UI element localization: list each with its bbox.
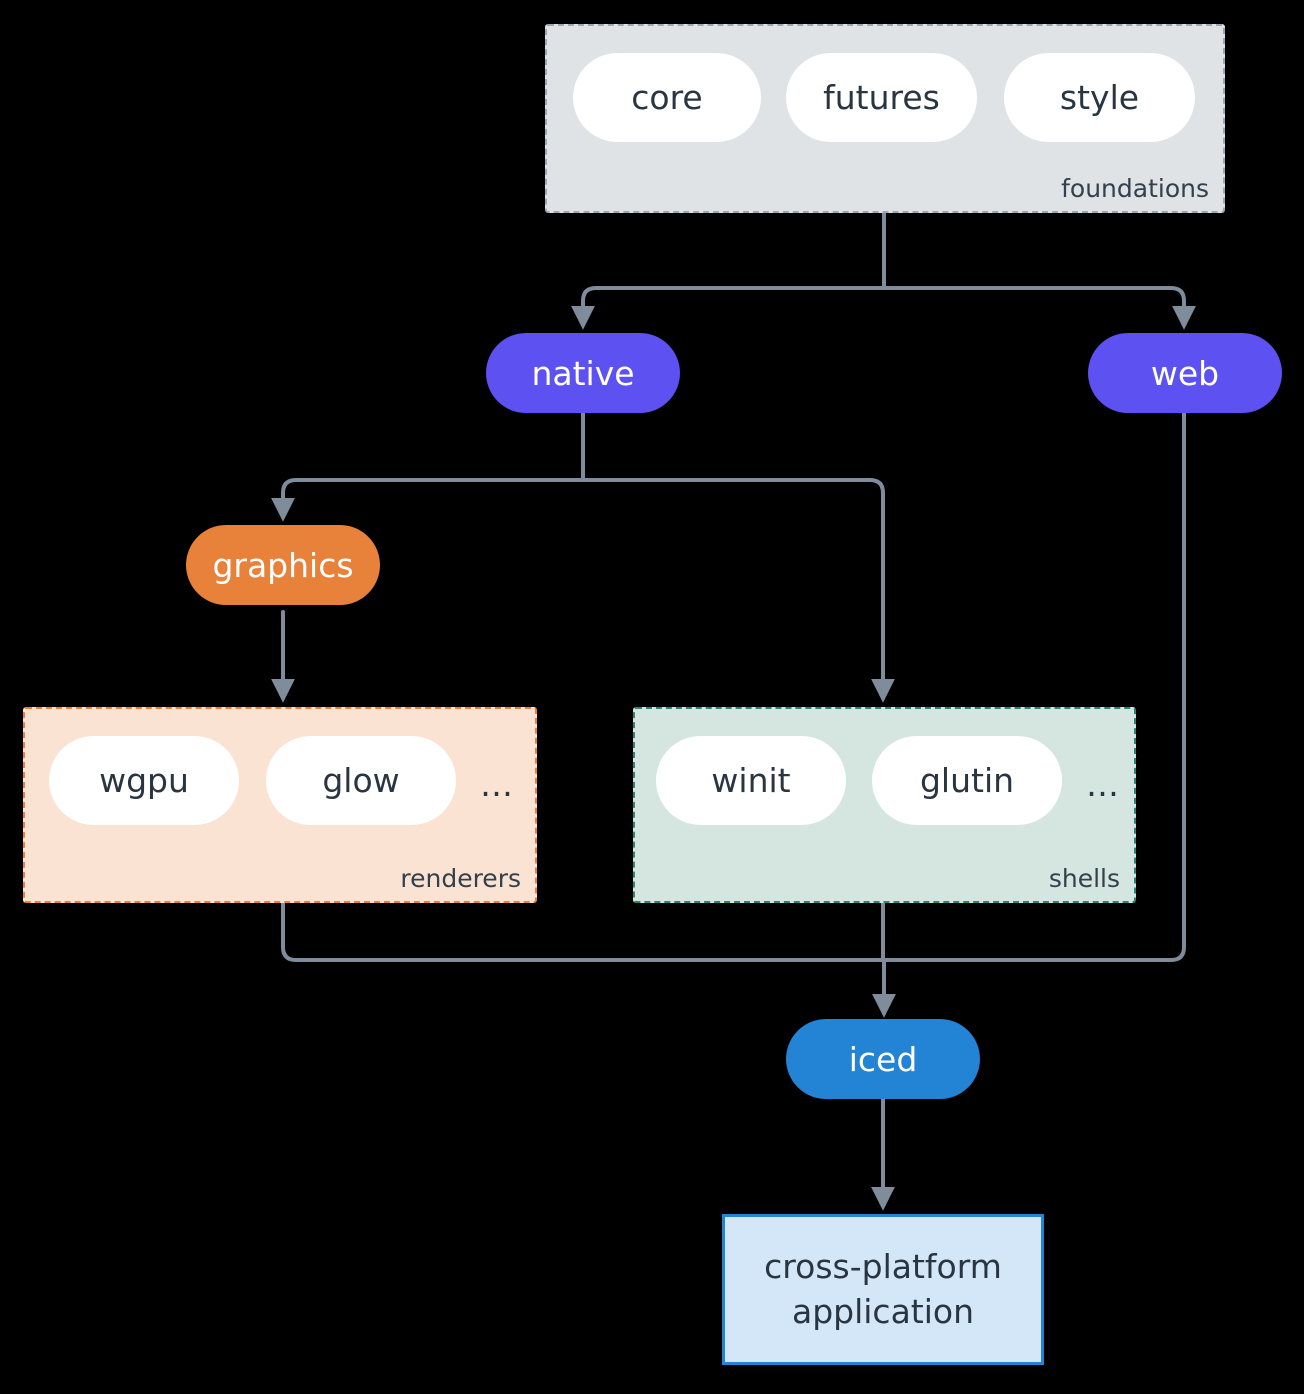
node-glow[interactable]: glow <box>266 736 456 825</box>
node-native[interactable]: native <box>486 333 680 413</box>
node-label-style: style <box>1059 78 1140 117</box>
node-wgpu[interactable]: wgpu <box>49 736 239 825</box>
edge-native-to-graphics <box>271 478 585 522</box>
cluster-label-foundations: foundations <box>1061 174 1209 203</box>
node-label-iced: iced <box>848 1039 918 1079</box>
node-label-web: web <box>1150 353 1220 393</box>
node-winit[interactable]: winit <box>656 736 846 825</box>
node-graphics[interactable]: graphics <box>186 525 380 605</box>
node-core[interactable]: core <box>573 53 761 142</box>
node-label-graphics: graphics <box>212 545 354 585</box>
shells-more-ellipsis: … <box>1086 765 1121 804</box>
edge-native-to-shells <box>581 478 895 703</box>
cluster-label-shells: shells <box>1048 864 1120 893</box>
node-glutin[interactable]: glutin <box>872 736 1062 825</box>
edge-renderers-to-iced <box>281 901 886 962</box>
node-iced[interactable]: iced <box>786 1019 980 1099</box>
node-label-wgpu: wgpu <box>99 761 189 800</box>
node-futures[interactable]: futures <box>786 53 977 142</box>
node-label-futures: futures <box>823 78 940 117</box>
application-label-line1: cross-platform <box>764 1246 1002 1286</box>
edge-foundations-to-web <box>882 286 1196 330</box>
node-web[interactable]: web <box>1088 333 1282 413</box>
node-label-winit: winit <box>711 761 791 800</box>
node-label-glow: glow <box>322 761 400 800</box>
node-style[interactable]: style <box>1004 53 1195 142</box>
node-label-core: core <box>631 78 703 117</box>
edge-web-to-iced <box>882 410 1186 962</box>
node-label-native: native <box>531 353 635 393</box>
node-label-glutin: glutin <box>919 761 1015 800</box>
application-label-line2: application <box>791 1291 975 1331</box>
renderers-more-ellipsis: … <box>480 765 515 804</box>
cluster-label-renderers: renderers <box>400 864 521 893</box>
edge-foundations-to-native <box>571 286 886 330</box>
node-cross-platform-application[interactable]: cross-platform application <box>722 1214 1044 1365</box>
